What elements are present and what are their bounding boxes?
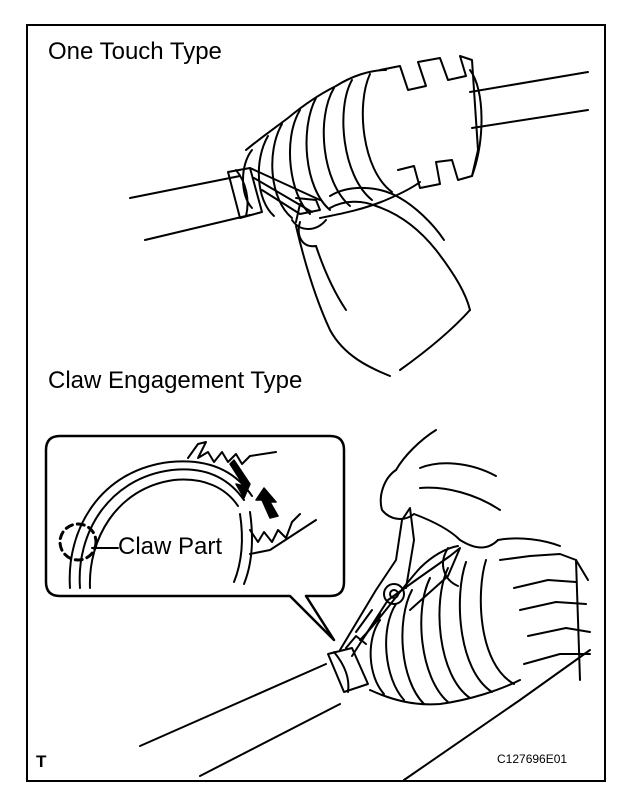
lower-boot bbox=[359, 545, 521, 706]
figure-frame bbox=[26, 24, 606, 782]
claw-detail-callout bbox=[44, 434, 346, 642]
lower-joint-housing bbox=[499, 553, 591, 681]
upper-joint-housing bbox=[379, 55, 483, 189]
upper-hand bbox=[261, 186, 471, 377]
lower-pliers bbox=[339, 507, 461, 657]
title-claw-engagement-type: Claw Engagement Type bbox=[48, 367, 303, 394]
lower-hand bbox=[379, 429, 561, 587]
lower-shaft bbox=[139, 649, 591, 781]
lower-illustration bbox=[44, 429, 591, 781]
upper-clamp bbox=[227, 167, 321, 219]
figure-code: C127696E01 bbox=[497, 752, 568, 766]
lower-clamp bbox=[327, 647, 369, 693]
claw-part-label: Claw Part bbox=[118, 533, 223, 560]
upper-illustration bbox=[129, 55, 589, 377]
corner-mark: T bbox=[36, 752, 47, 771]
upper-shaft bbox=[129, 71, 589, 241]
title-one-touch-type: One Touch Type bbox=[48, 38, 222, 65]
